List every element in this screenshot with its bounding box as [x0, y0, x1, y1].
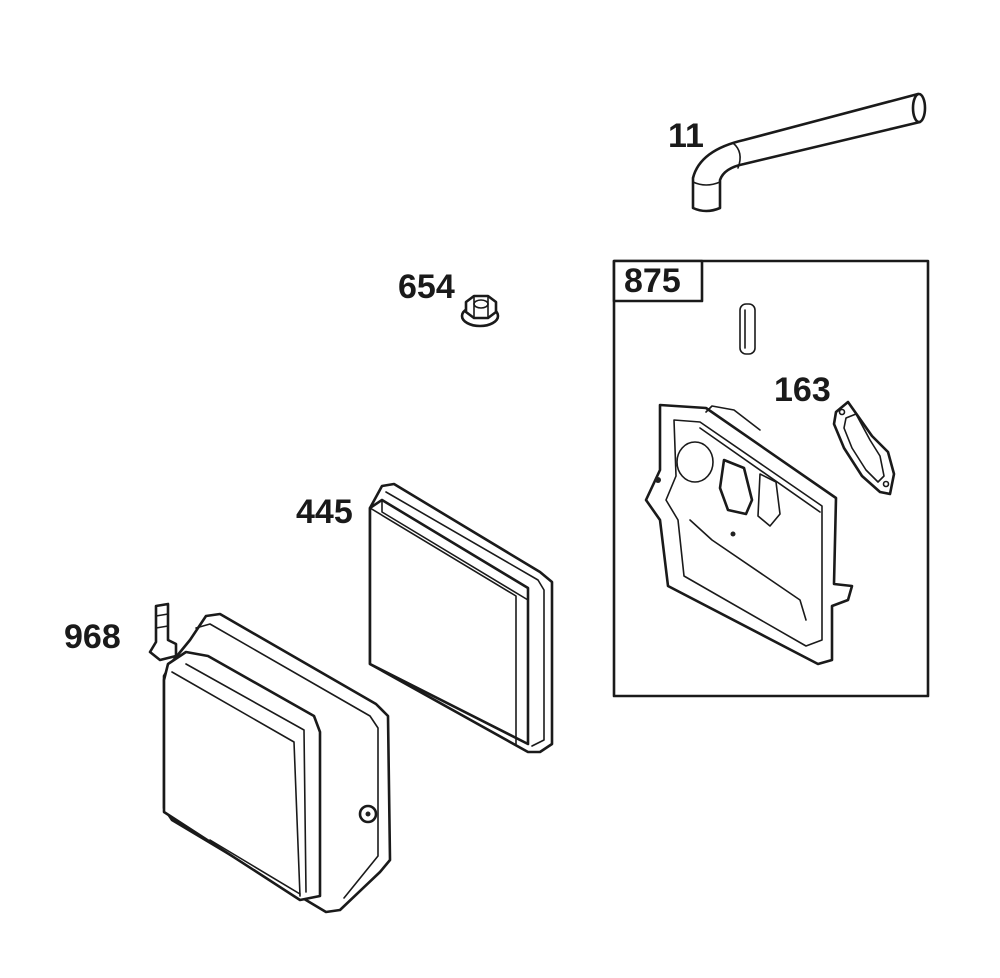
callout-163: 163 — [774, 371, 831, 409]
callout-654: 654 — [398, 268, 455, 306]
callout-445: 445 — [296, 493, 353, 531]
callout-875: 875 — [624, 262, 681, 300]
air-filter-base — [644, 403, 854, 666]
part-11-breather-tube — [691, 92, 927, 213]
part-654-flange-nut — [460, 294, 500, 328]
callout-11: 11 — [668, 117, 704, 155]
callout-968: 968 — [64, 618, 121, 656]
kit-pin — [739, 303, 756, 355]
part-968-air-cleaner-cover — [148, 602, 392, 914]
part-163-gasket — [832, 400, 896, 496]
part-445-filter-element — [368, 482, 554, 754]
part-875-kit-box — [612, 259, 930, 698]
